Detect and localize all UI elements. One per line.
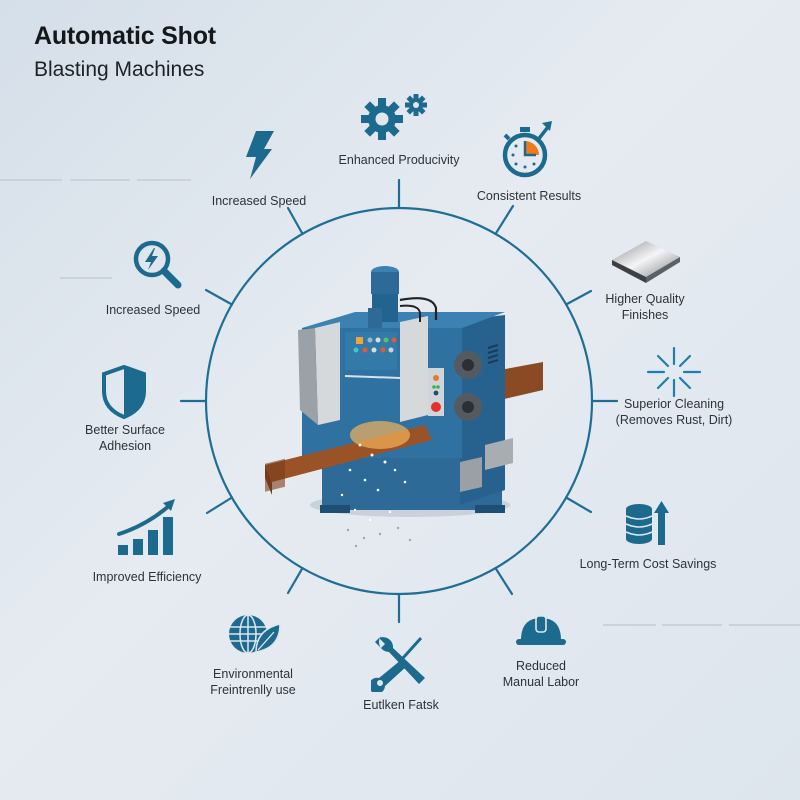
feature-label-line2: Manual Labor <box>502 675 580 689</box>
lightning-icon <box>246 131 274 179</box>
decor-line <box>0 179 62 181</box>
feature-label-line1: Reduced <box>515 659 567 673</box>
page-title: Automatic Shot <box>34 22 216 50</box>
feature-label: Increased Speed <box>211 194 307 208</box>
sparkle-icon <box>646 346 702 398</box>
feature-label: Eutlken Fatsk <box>363 698 439 712</box>
feature-improved-efficiency: Improved Efficiency <box>93 569 202 585</box>
feature-label-line2: Freintrenlly use <box>210 683 296 697</box>
feature-higher-quality-finishes: Higher Quality Finishes <box>605 291 684 323</box>
feature-better-surface-adhesion: Better Surface Adhesion <box>85 422 165 454</box>
metal-plate-icon <box>612 241 680 283</box>
feature-label-line2: Finishes <box>621 308 669 322</box>
decor-line <box>729 624 800 626</box>
feature-label: Consistent Results <box>476 189 582 203</box>
feature-label-line2: (Removes Rust, Dirt) <box>615 413 733 427</box>
feature-superior-cleaning: Superior Cleaning (Removes Rust, Dirt) <box>616 396 733 428</box>
feature-label-line2: Adhesion <box>98 439 152 453</box>
growth-chart-icon <box>117 499 175 555</box>
decor-line <box>70 179 130 181</box>
feature-label: Long-Term Cost Savings <box>579 557 717 571</box>
feature-reduced-manual-labor: Reduced Manual Labor <box>503 658 579 690</box>
decor-line <box>662 624 722 626</box>
feature-label-line1: Better Surface <box>85 423 165 437</box>
feature-increased-speed-left: Increased Speed <box>106 302 201 318</box>
feature-label-line1: Environmental <box>213 667 293 681</box>
feature-eutlken-fatsk: Eutlken Fatsk <box>363 697 439 713</box>
hard-hat-icon <box>516 615 566 645</box>
feature-consistent-results: Consistent Results <box>477 188 581 204</box>
feature-enhanced-productivity: Enhanced Producivity <box>339 152 460 168</box>
decor-line <box>137 179 191 181</box>
decor-line <box>60 277 112 279</box>
feature-long-term-cost-savings: Long-Term Cost Savings <box>580 556 717 572</box>
stopwatch-icon <box>502 121 552 178</box>
feature-label: Enhanced Producivity <box>338 153 460 167</box>
feature-label-line1: Superior Cleaning <box>623 397 725 411</box>
feature-environmental: Environmental Freintrenlly use <box>210 666 295 698</box>
decor-line <box>603 624 656 626</box>
wrench-screwdriver-icon <box>371 636 425 692</box>
feature-label-line1: Higher Quality <box>605 292 685 306</box>
feature-label: Increased Speed <box>105 303 201 317</box>
feature-increased-speed-top: Increased Speed <box>212 193 307 209</box>
page-subtitle: Blasting Machines <box>34 58 205 81</box>
magnifier-bolt-icon <box>133 240 182 289</box>
globe-leaf-icon <box>229 614 281 654</box>
shield-icon <box>102 365 146 419</box>
feature-label: Improved Efficiency <box>92 570 202 584</box>
coins-arrow-icon <box>625 501 669 545</box>
gears-icon <box>361 94 427 140</box>
shot-blasting-machine-illustration <box>265 266 543 548</box>
